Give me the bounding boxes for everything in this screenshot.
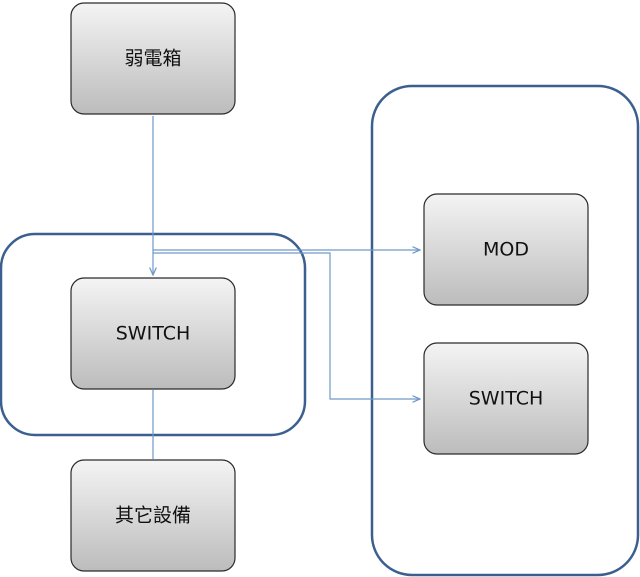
node-switch-main: SWITCH: [70, 277, 236, 390]
node-weak-box-label: 弱電箱: [124, 48, 181, 70]
node-switch-right-label: SWITCH: [469, 388, 544, 410]
node-other-devices-label: 其它設備: [115, 505, 191, 527]
node-mod: MOD: [423, 193, 589, 306]
node-mod-label: MOD: [483, 239, 529, 261]
node-weak-box: 弱電箱: [70, 2, 236, 115]
node-switch-right: SWITCH: [423, 342, 589, 455]
right-group-container: [370, 84, 640, 577]
node-switch-main-label: SWITCH: [116, 323, 191, 345]
connector-switch-to-right-switch: [153, 252, 420, 399]
node-other-devices: 其它設備: [70, 459, 236, 572]
